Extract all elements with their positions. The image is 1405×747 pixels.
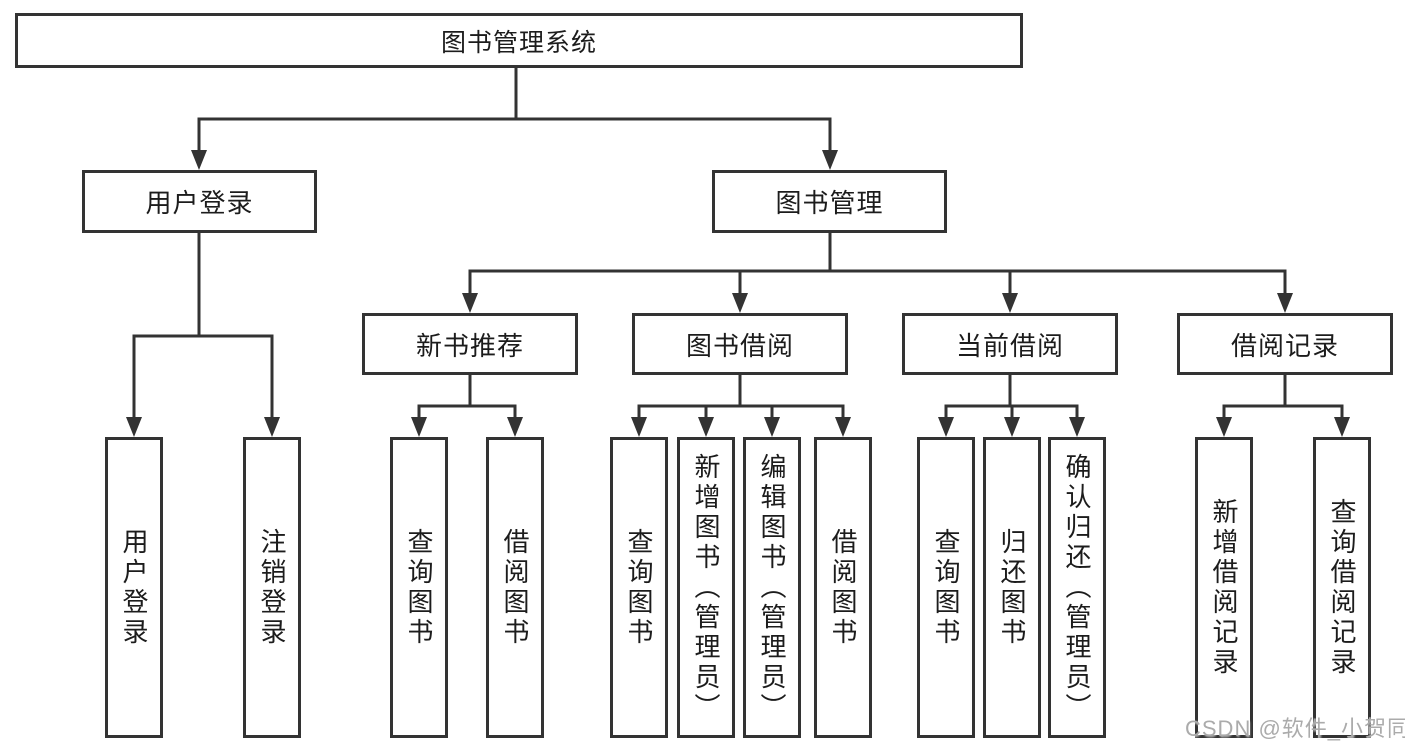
node-label: 查询图书 bbox=[931, 527, 961, 648]
node-book-management: 图书管理 bbox=[712, 170, 947, 233]
node-label: 确认归还（管理员） bbox=[1062, 452, 1092, 723]
leaf-recommend-borrow-books: 借阅图书 bbox=[486, 437, 544, 738]
node-label: 注销登录 bbox=[257, 527, 287, 648]
leaf-user-login: 用户登录 bbox=[105, 437, 163, 738]
arrowheads bbox=[126, 150, 1350, 437]
node-label: 新书推荐 bbox=[415, 330, 524, 361]
node-label: 查询图书 bbox=[624, 527, 654, 648]
node-label: 用户登录 bbox=[145, 188, 254, 218]
leaf-recommend-query-books: 查询图书 bbox=[390, 437, 448, 738]
node-book-borrowing: 图书借阅 bbox=[632, 313, 848, 375]
node-label: 借阅记录 bbox=[1230, 330, 1339, 361]
node-label: 编辑图书（管理员） bbox=[757, 452, 787, 723]
node-label: 借阅图书 bbox=[500, 527, 530, 648]
node-label: 新增借阅记录 bbox=[1209, 497, 1239, 678]
node-label: 新增图书（管理员） bbox=[691, 452, 721, 723]
leaf-records-add-record: 新增借阅记录 bbox=[1195, 437, 1253, 738]
node-label: 查询借阅记录 bbox=[1327, 497, 1357, 678]
node-label: 用户登录 bbox=[119, 527, 149, 648]
node-label: 查询图书 bbox=[404, 527, 434, 648]
leaf-records-query-record: 查询借阅记录 bbox=[1313, 437, 1371, 738]
node-library-system: 图书管理系统 bbox=[15, 13, 1023, 68]
leaf-borrowing-query-books: 查询图书 bbox=[610, 437, 668, 738]
leaf-current-confirm-return-admin: 确认归还（管理员） bbox=[1048, 437, 1106, 738]
node-user-login: 用户登录 bbox=[82, 170, 317, 233]
node-label: 图书借阅 bbox=[685, 330, 794, 361]
leaf-current-query-books: 查询图书 bbox=[917, 437, 975, 738]
node-label: 图书管理 bbox=[775, 188, 884, 218]
node-new-book-recommendation: 新书推荐 bbox=[362, 313, 578, 375]
node-label: 图书管理系统 bbox=[440, 28, 597, 57]
node-label: 归还图书 bbox=[997, 527, 1027, 648]
leaf-logout: 注销登录 bbox=[243, 437, 301, 738]
node-label: 借阅图书 bbox=[828, 527, 858, 648]
node-label: 当前借阅 bbox=[955, 330, 1064, 361]
node-current-borrowing: 当前借阅 bbox=[902, 313, 1118, 375]
leaf-borrowing-add-books-admin: 新增图书（管理员） bbox=[677, 437, 735, 738]
leaf-borrowing-borrow-books: 借阅图书 bbox=[814, 437, 872, 738]
node-borrowing-records: 借阅记录 bbox=[1177, 313, 1393, 375]
csdn-watermark: CSDN @软件_小贺同学 bbox=[1185, 716, 1405, 741]
leaf-current-return-books: 归还图书 bbox=[983, 437, 1041, 738]
leaf-borrowing-edit-books-admin: 编辑图书（管理员） bbox=[743, 437, 801, 738]
